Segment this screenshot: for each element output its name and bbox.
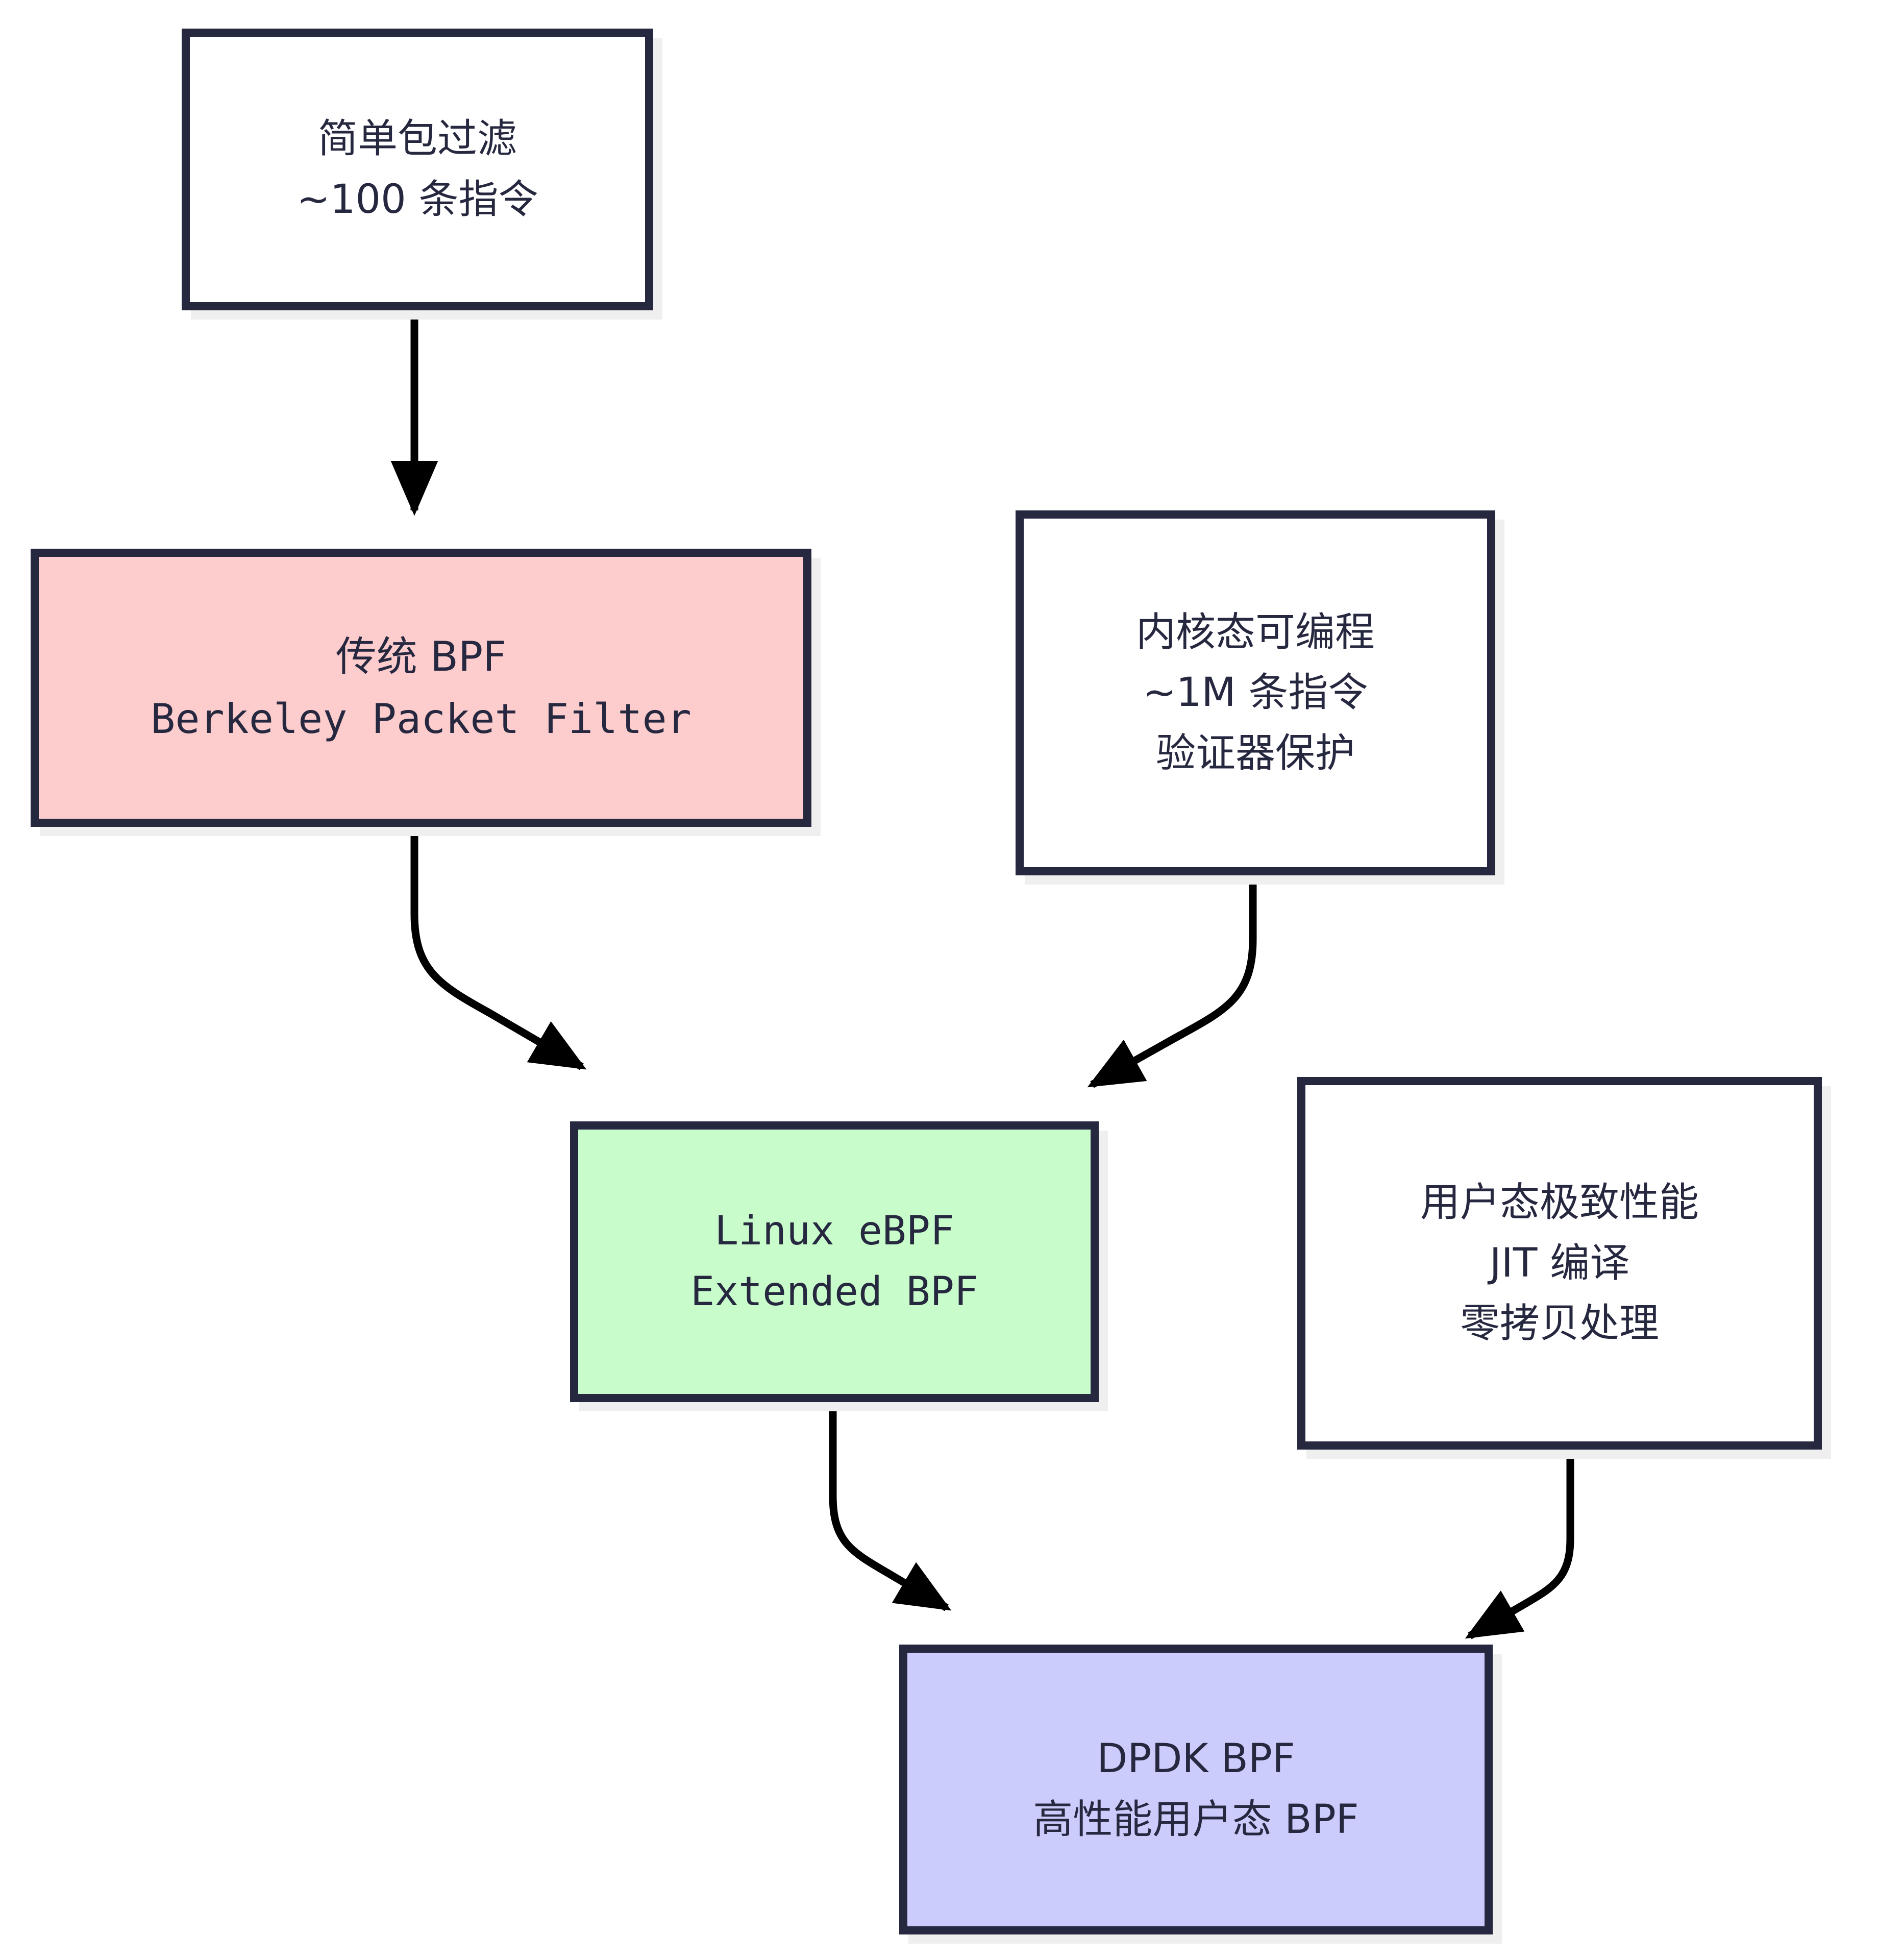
node-kernel-programmable[interactable]: 内核态可编程 ~1M 条指令 验证器保护 (1016, 510, 1495, 875)
edge-classic-bpf-to-linux-ebpf (410, 829, 587, 1070)
edge-kernel-prog-to-linux-ebpf (1087, 878, 1257, 1088)
node-dpdk-bpf-line-1: DPDK BPF (1097, 1736, 1295, 1782)
node-classic-bpf-line-1: 传统 BPF (335, 632, 507, 680)
node-classic-bpf[interactable]: 传统 BPF Berkeley Packet Filter (31, 549, 811, 827)
node-dpdk-bpf-line-2: 高性能用户态 BPF (1033, 1797, 1359, 1843)
node-kernel-programmable-line-3: 验证器保护 (1155, 730, 1355, 776)
node-classic-bpf-line-2: Berkeley Packet Filter (151, 695, 691, 743)
node-userspace-performance-line-1: 用户态极致性能 (1420, 1180, 1699, 1226)
node-linux-ebpf-line-1: Linux eBPF (714, 1208, 954, 1255)
node-kernel-programmable-line-1: 内核态可编程 (1135, 609, 1375, 655)
node-linux-ebpf[interactable]: Linux eBPF Extended BPF (570, 1121, 1099, 1402)
node-simple-filter-line-1: 简单包过滤 (317, 116, 517, 162)
node-simple-filter[interactable]: 简单包过滤 ~100 条指令 (182, 29, 653, 310)
edge-linux-ebpf-to-dpdk-bpf (829, 1405, 952, 1611)
node-userspace-performance-line-3: 零拷贝处理 (1460, 1301, 1659, 1347)
node-userspace-performance-line-2: JIT 编译 (1489, 1240, 1630, 1286)
node-simple-filter-line-2: ~100 条指令 (296, 177, 538, 223)
node-dpdk-bpf[interactable]: DPDK BPF 高性能用户态 BPF (899, 1645, 1493, 1934)
node-userspace-performance[interactable]: 用户态极致性能 JIT 编译 零拷贝处理 (1297, 1077, 1822, 1450)
node-kernel-programmable-line-2: ~1M 条指令 (1143, 670, 1368, 716)
node-linux-ebpf-line-2: Extended BPF (690, 1269, 978, 1315)
edge-user-perf-to-dpdk-bpf (1465, 1452, 1574, 1639)
